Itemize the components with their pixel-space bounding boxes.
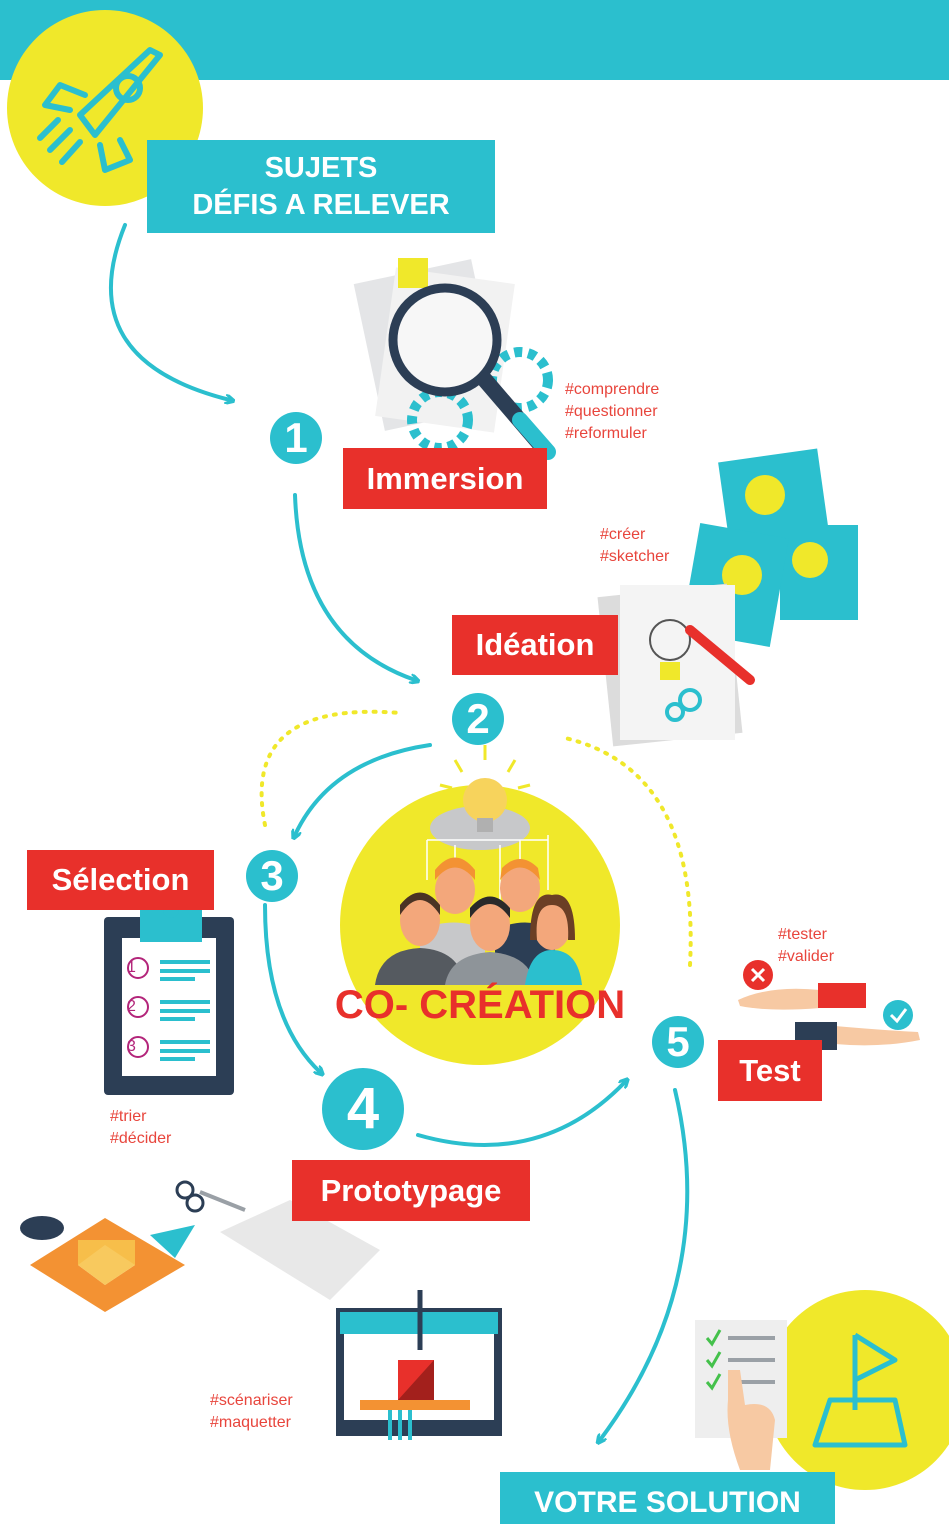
challenges-title-line1: SUJETS [264,152,378,184]
challenges-box: SUJETS DÉFIS A RELEVER [147,140,495,233]
tag: #maquetter [210,1414,291,1431]
co-creation-label: CO- CRÉATION [334,983,626,1027]
team-people-icon [375,857,582,985]
solution-box: VOTRE SOLUTION [500,1472,835,1524]
tag: #trier [110,1108,147,1125]
step-prototypage-tags: #scénariser #maquetter [210,1390,293,1434]
checklist-icon [695,1320,787,1470]
checklist-number-3: 3 [127,1038,136,1055]
checklist-number-2: 2 [127,998,136,1015]
step-ideation-label: Idéation [452,615,618,675]
magnifier-icon [353,258,556,460]
feedback-arrows [259,709,693,967]
clipboard-icon [104,902,234,1095]
step-immersion-label: Immersion [343,448,547,509]
printer-3d-icon [336,1290,502,1440]
step-test-tags: #tester #valider [778,924,834,968]
checklist-number-1: 1 [127,959,136,976]
step-2-number: 2 [452,693,504,745]
tag: #décider [110,1130,172,1147]
step-1-number: 1 [270,412,322,464]
step-prototypage-label: Prototypage [292,1160,530,1221]
tag: #scénariser [210,1392,293,1409]
step-test-label: Test [718,1040,822,1101]
challenges-title-line2: DÉFIS A RELEVER [192,189,450,221]
flow-arrows [109,223,690,1440]
step-4-number: 4 [322,1068,404,1150]
step-selection-label: Sélection [27,850,214,910]
step-3-number: 3 [246,850,298,902]
tag: #comprendre [565,381,660,398]
tag: #tester [778,926,827,943]
tag: #sketcher [600,548,670,565]
idea-cards-icon [597,448,858,747]
prototype-tools-icon [20,1180,380,1312]
step-ideation-tags: #créer #sketcher [600,524,669,568]
hands-icon [738,960,920,1050]
tag: #reformuler [565,425,647,442]
flag-icon [765,1290,949,1490]
step-immersion-tags: #comprendre #questionner #reformuler [565,379,659,445]
tag: #valider [778,948,835,965]
lightbulb-icon [426,745,549,905]
tag: #créer [600,526,646,543]
step-selection-tags: #trier #décider [110,1106,171,1150]
step-5-number: 5 [652,1016,704,1068]
tag: #questionner [565,403,658,420]
